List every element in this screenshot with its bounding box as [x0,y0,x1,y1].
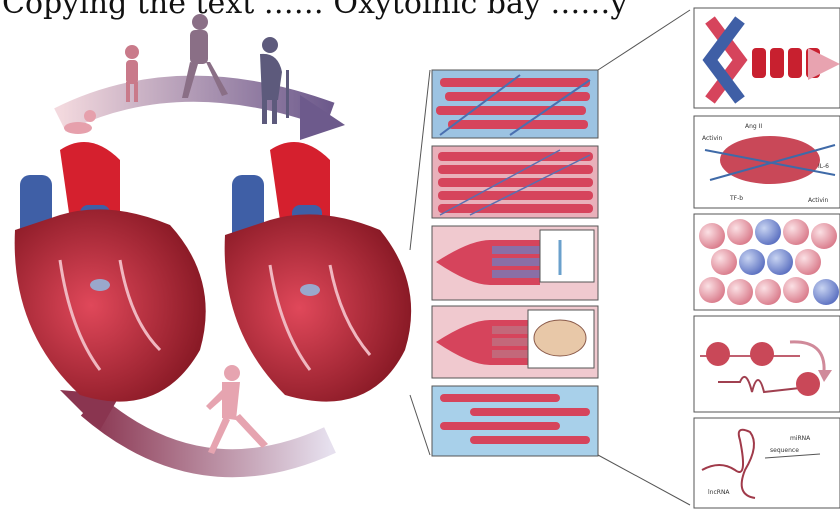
tissue-panel-5 [432,386,598,456]
runner-silhouette [206,365,268,454]
label-angii: Ang II [745,123,762,130]
label-activin-right: Activin [808,197,829,204]
aged-heart [225,142,412,402]
tissue-panel-3 [432,226,598,300]
label-sequence: sequence [770,447,799,454]
fibrosis-panel: Ang II Activin IL-6 TF-b Activin [694,116,840,208]
young-heart [15,142,206,402]
telomere-panel [694,8,840,108]
label-tgfb: TF-b [729,195,743,202]
label-lncrna: lncRNA [708,489,730,496]
rna-panel: miRNA sequence lncRNA [694,418,840,508]
tissue-panel-2 [432,146,598,218]
label-activin-left: Activin [702,135,723,142]
tissue-panel-1 [432,70,598,138]
exercise-arc-arrow-bottom [60,390,330,463]
translation-panel [694,316,840,412]
label-il6: IL-6 [818,163,829,170]
aging-arc-arrow-top [60,89,345,140]
tissue-panel-4 [432,306,598,378]
cell-balls-panel [694,214,840,310]
label-mirna: miRNA [790,435,811,442]
